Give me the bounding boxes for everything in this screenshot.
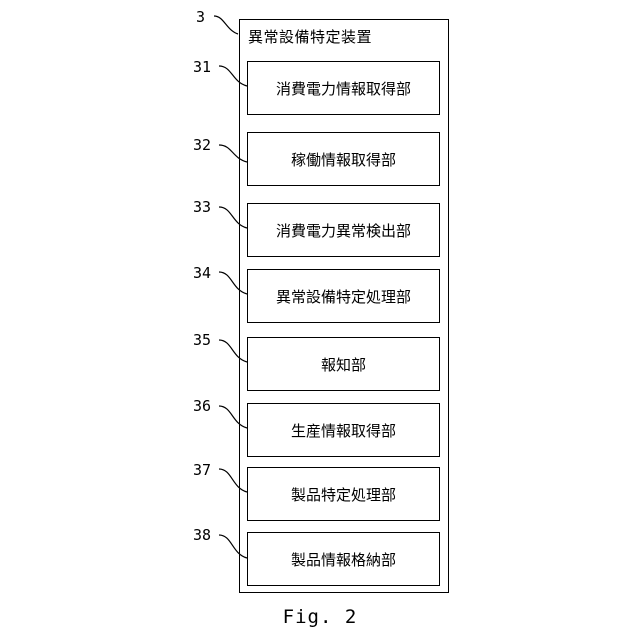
- block-abnormal-equipment-identification: 異常設備特定処理部: [247, 269, 440, 323]
- device-title: 異常設備特定装置: [248, 26, 372, 47]
- figure-caption: Fig. 2: [0, 606, 640, 628]
- block-label: 異常設備特定処理部: [276, 286, 411, 307]
- ref-37: 37: [193, 461, 211, 479]
- block-product-info-storage: 製品情報格納部: [247, 532, 440, 586]
- block-label: 報知部: [321, 354, 366, 375]
- block-label: 消費電力情報取得部: [276, 78, 411, 99]
- block-notification: 報知部: [247, 337, 440, 391]
- block-label: 製品情報格納部: [291, 549, 396, 570]
- ref-32: 32: [193, 136, 211, 154]
- ref-38: 38: [193, 526, 211, 544]
- block-product-identification: 製品特定処理部: [247, 467, 440, 521]
- block-power-anomaly-detection: 消費電力異常検出部: [247, 203, 440, 257]
- ref-36: 36: [193, 397, 211, 415]
- block-label: 生産情報取得部: [291, 420, 396, 441]
- ref-33: 33: [193, 198, 211, 216]
- ref-31: 31: [193, 58, 211, 76]
- block-label: 稼働情報取得部: [291, 149, 396, 170]
- block-production-info-acquisition: 生産情報取得部: [247, 403, 440, 457]
- ref-3: 3: [196, 8, 205, 26]
- block-label: 消費電力異常検出部: [276, 220, 411, 241]
- leader-line-3: [214, 16, 238, 34]
- block-operation-info-acquisition: 稼働情報取得部: [247, 132, 440, 186]
- block-label: 製品特定処理部: [291, 484, 396, 505]
- ref-34: 34: [193, 264, 211, 282]
- block-power-info-acquisition: 消費電力情報取得部: [247, 61, 440, 115]
- ref-35: 35: [193, 331, 211, 349]
